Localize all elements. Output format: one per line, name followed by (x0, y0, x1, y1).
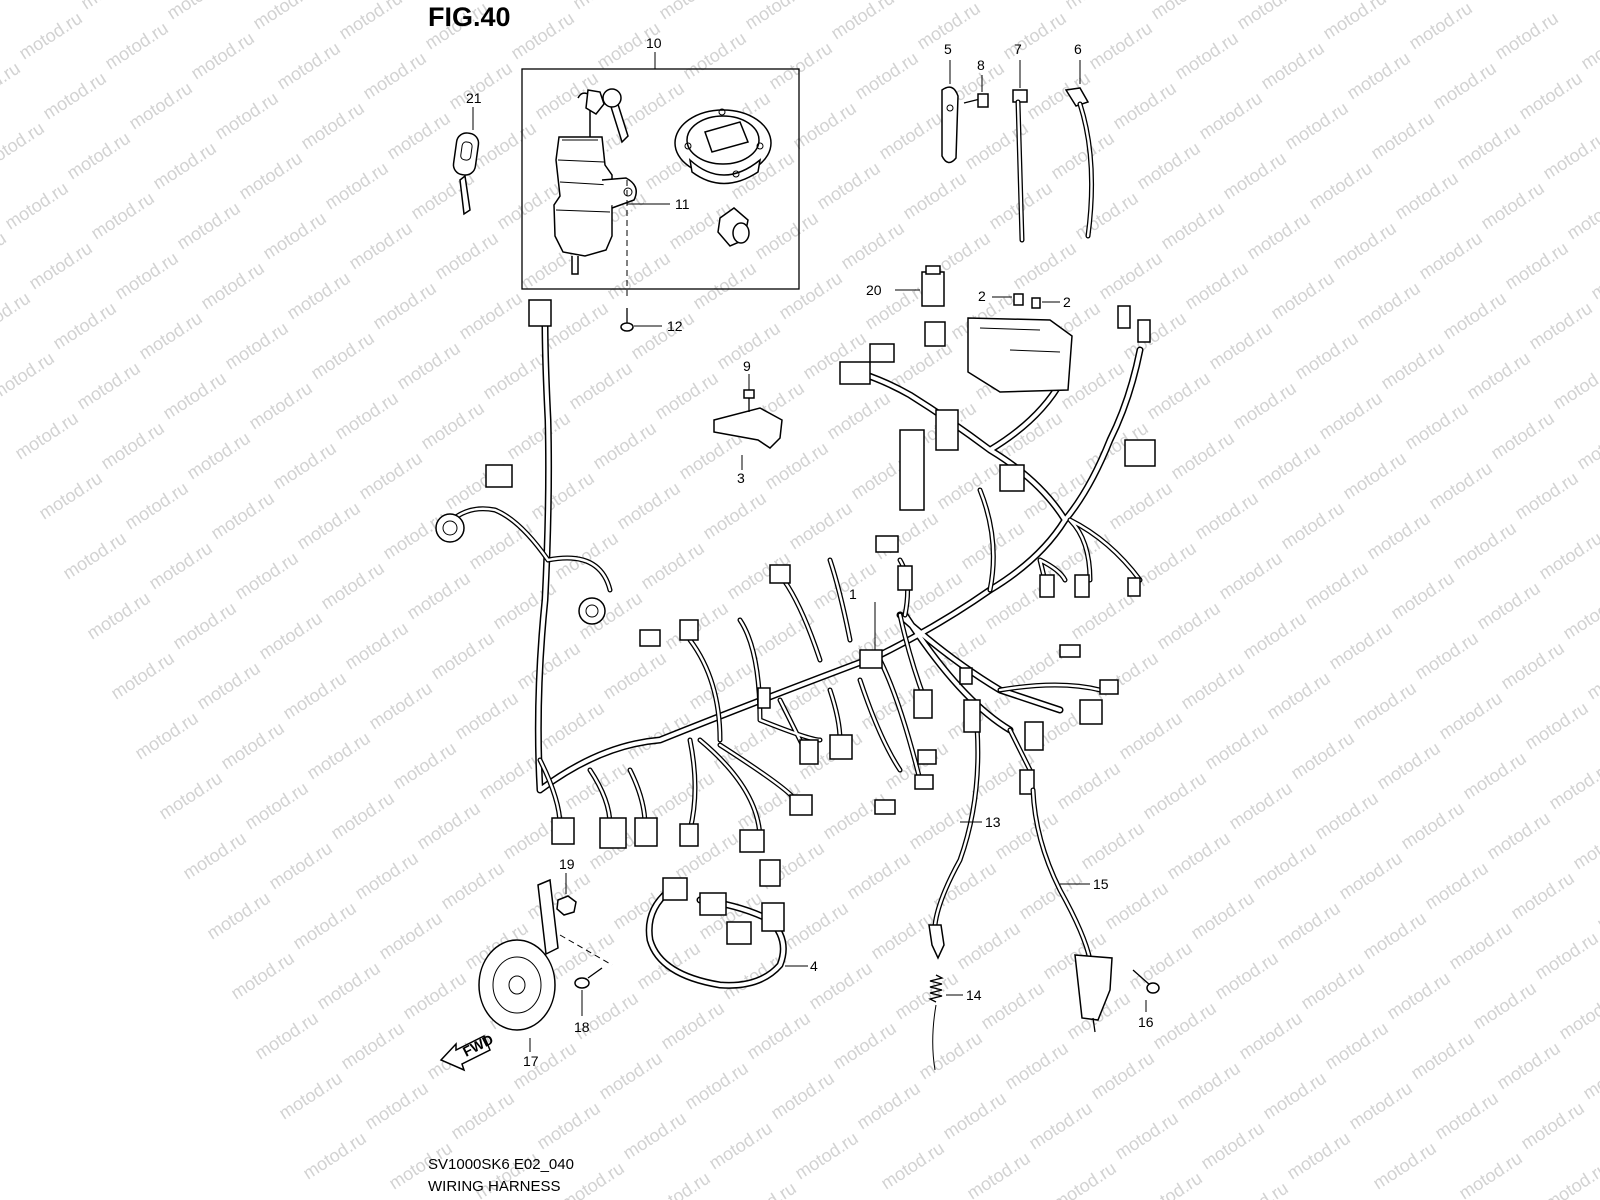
callout-2a: 2 (978, 288, 986, 304)
axis-line-horn (559, 934, 613, 966)
ignition-switch-set-box (521, 68, 800, 290)
callout-9: 9 (743, 358, 751, 374)
callout-17: 17 (523, 1053, 539, 1069)
model-code: SV1000SK6 E02_040 (428, 1156, 574, 1173)
seat-lock-drawing (717, 207, 750, 247)
callout-20: 20 (866, 282, 882, 298)
callout-21: 21 (466, 90, 482, 106)
cable-tie-6-drawing (1064, 87, 1095, 239)
callout-16: 16 (1138, 1014, 1154, 1030)
diagram-title: WIRING HARNESS (428, 1178, 561, 1195)
callout-12: 12 (667, 318, 683, 334)
switch-15-drawing (1030, 787, 1113, 1033)
fuel-cap-drawing (674, 108, 772, 185)
callout-6: 6 (1074, 41, 1082, 57)
callout-5: 5 (944, 41, 952, 57)
main-wiring-harness-drawing (435, 299, 1156, 887)
bracket-3-drawing (713, 389, 783, 449)
callout-8: 8 (977, 57, 985, 73)
callout-14: 14 (966, 987, 982, 1003)
ignition-switch-drawing (553, 88, 637, 275)
screw-12-drawing (620, 308, 634, 332)
sub-harness-4-drawing (645, 877, 787, 989)
cable-tie-7-drawing (1012, 89, 1028, 243)
callout-13: 13 (985, 814, 1001, 830)
nut-19-drawing (556, 895, 577, 916)
bolt-8-drawing (963, 93, 989, 108)
callout-11: 11 (675, 196, 690, 212)
fuse-drawing (1013, 293, 1041, 309)
callout-7: 7 (1014, 41, 1022, 57)
callout-15: 15 (1093, 876, 1109, 892)
callout-1: 1 (849, 586, 857, 602)
callout-10: 10 (646, 35, 662, 51)
callout-19: 19 (559, 856, 575, 872)
key-drawing (452, 132, 480, 216)
clamp-5-drawing (941, 86, 959, 164)
forward-direction-arrow: FWD (439, 1031, 496, 1072)
relay-20-drawing (921, 265, 945, 307)
spring-14-drawing (928, 974, 944, 1071)
callout-2b: 2 (1063, 294, 1071, 310)
callout-4: 4 (810, 958, 818, 974)
horn-17-drawing (478, 878, 559, 1031)
callout-3: 3 (737, 470, 745, 486)
switch-13-drawing (928, 699, 981, 960)
screw-16-drawing (1132, 969, 1160, 994)
callout-18: 18 (574, 1019, 590, 1035)
screw-18-drawing (574, 967, 603, 989)
figure-label: FIG.40 (428, 2, 511, 32)
